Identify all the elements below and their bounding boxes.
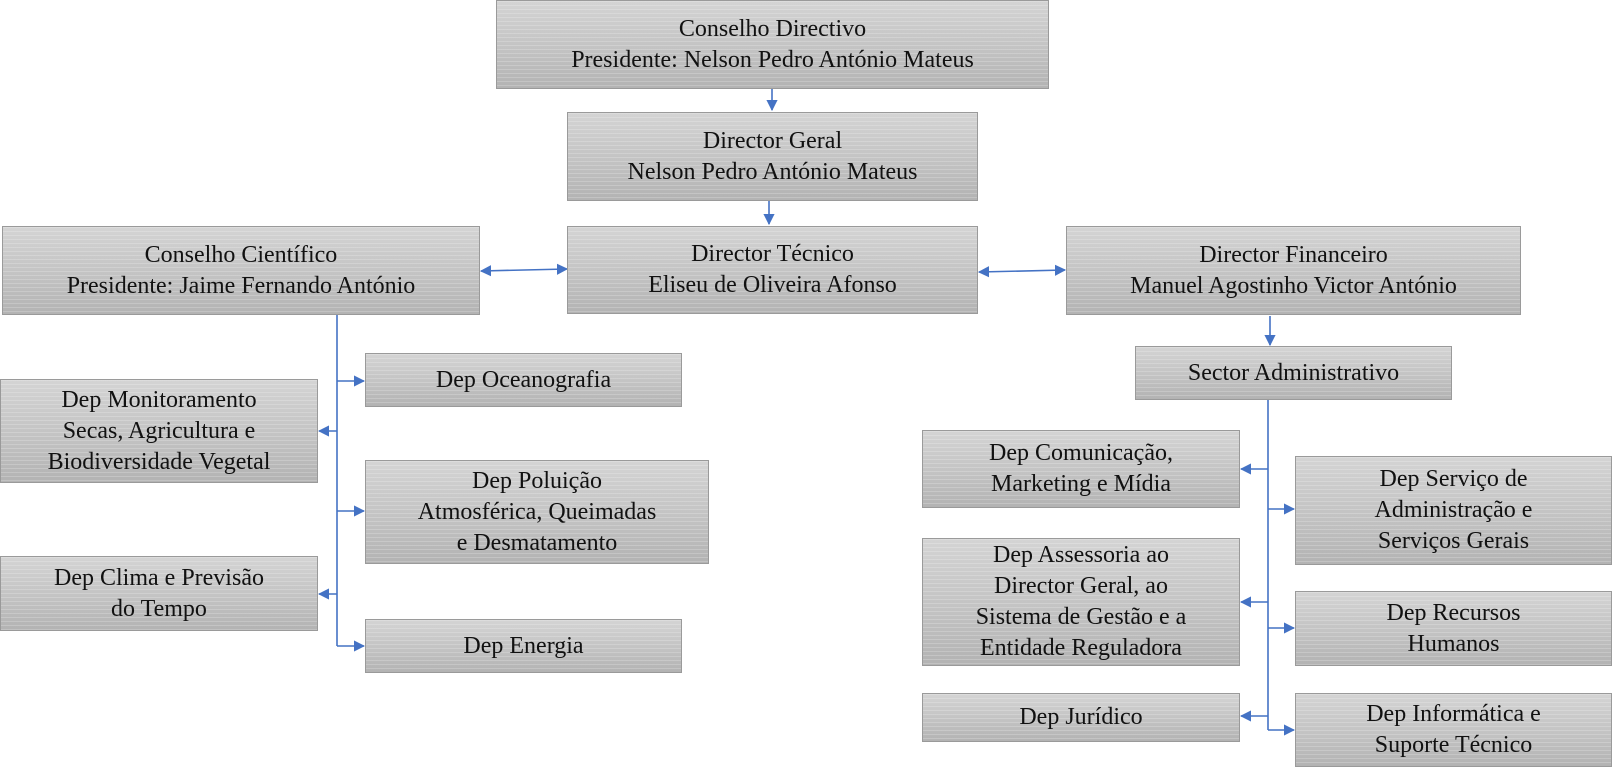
node-dep-recursos-humanos-label: Dep Recursos Humanos <box>1386 599 1521 657</box>
node-dep-clima-label: Dep Clima e Previsão do Tempo <box>54 564 264 622</box>
node-dep-monitoramento-label: Dep Monitoramento Secas, Agricultura e B… <box>47 386 271 475</box>
node-dep-juridico: Dep Jurídico <box>922 693 1240 742</box>
node-dep-monitoramento: Dep Monitoramento Secas, Agricultura e B… <box>0 379 318 483</box>
node-director-geral: Director Geral Nelson Pedro António Mate… <box>567 112 978 201</box>
node-director-geral-label: Director Geral Nelson Pedro António Mate… <box>627 127 918 185</box>
node-dep-oceanografia: Dep Oceanografia <box>365 353 682 407</box>
node-conselho-directivo: Conselho Directivo Presidente: Nelson Pe… <box>496 0 1049 89</box>
node-conselho-directivo-label: Conselho Directivo Presidente: Nelson Pe… <box>571 15 974 73</box>
node-dep-oceanografia-label: Dep Oceanografia <box>435 366 612 393</box>
node-dep-poluicao-label: Dep Poluição Atmosférica, Queimadas e De… <box>417 467 657 556</box>
node-dep-comunicacao-label: Dep Comunicação, Marketing e Mídia <box>989 440 1173 497</box>
node-dep-clima: Dep Clima e Previsão do Tempo <box>0 556 318 631</box>
node-dep-juridico-label: Dep Jurídico <box>1019 704 1143 730</box>
node-sector-administrativo-label: Sector Administrativo <box>1187 359 1400 386</box>
node-director-tecnico: Director Técnico Eliseu de Oliveira Afon… <box>567 226 978 314</box>
node-sector-administrativo: Sector Administrativo <box>1135 346 1452 400</box>
node-director-financeiro-label: Director Financeiro Manuel Agostinho Vic… <box>1130 241 1457 299</box>
node-dep-informatica-label: Dep Informática e Suporte Técnico <box>1366 701 1541 758</box>
node-dep-servico-administracao: Dep Serviço de Administração e Serviços … <box>1295 456 1612 565</box>
node-dep-assessoria: Dep Assessoria ao Director Geral, ao Sis… <box>922 538 1240 666</box>
node-dep-energia-label: Dep Energia <box>463 632 584 659</box>
node-conselho-cientifico: Conselho Científico Presidente: Jaime Fe… <box>2 226 480 315</box>
node-dep-comunicacao: Dep Comunicação, Marketing e Mídia <box>922 430 1240 508</box>
connector-tecnico-financeiro <box>977 264 1067 278</box>
node-dep-assessoria-label: Dep Assessoria ao Director Geral, ao Sis… <box>975 542 1187 661</box>
node-dep-energia: Dep Energia <box>365 619 682 673</box>
node-dep-recursos-humanos: Dep Recursos Humanos <box>1295 591 1612 666</box>
connector-cientifico-tecnico <box>479 263 569 277</box>
node-dep-servico-administracao-label: Dep Serviço de Administração e Serviços … <box>1374 466 1533 554</box>
node-dep-informatica: Dep Informática e Suporte Técnico <box>1295 693 1612 767</box>
node-dep-poluicao: Dep Poluição Atmosférica, Queimadas e De… <box>365 460 709 564</box>
node-director-tecnico-label: Director Técnico Eliseu de Oliveira Afon… <box>648 241 897 298</box>
node-director-financeiro: Director Financeiro Manuel Agostinho Vic… <box>1066 226 1521 315</box>
node-conselho-cientifico-label: Conselho Científico Presidente: Jaime Fe… <box>66 241 416 299</box>
